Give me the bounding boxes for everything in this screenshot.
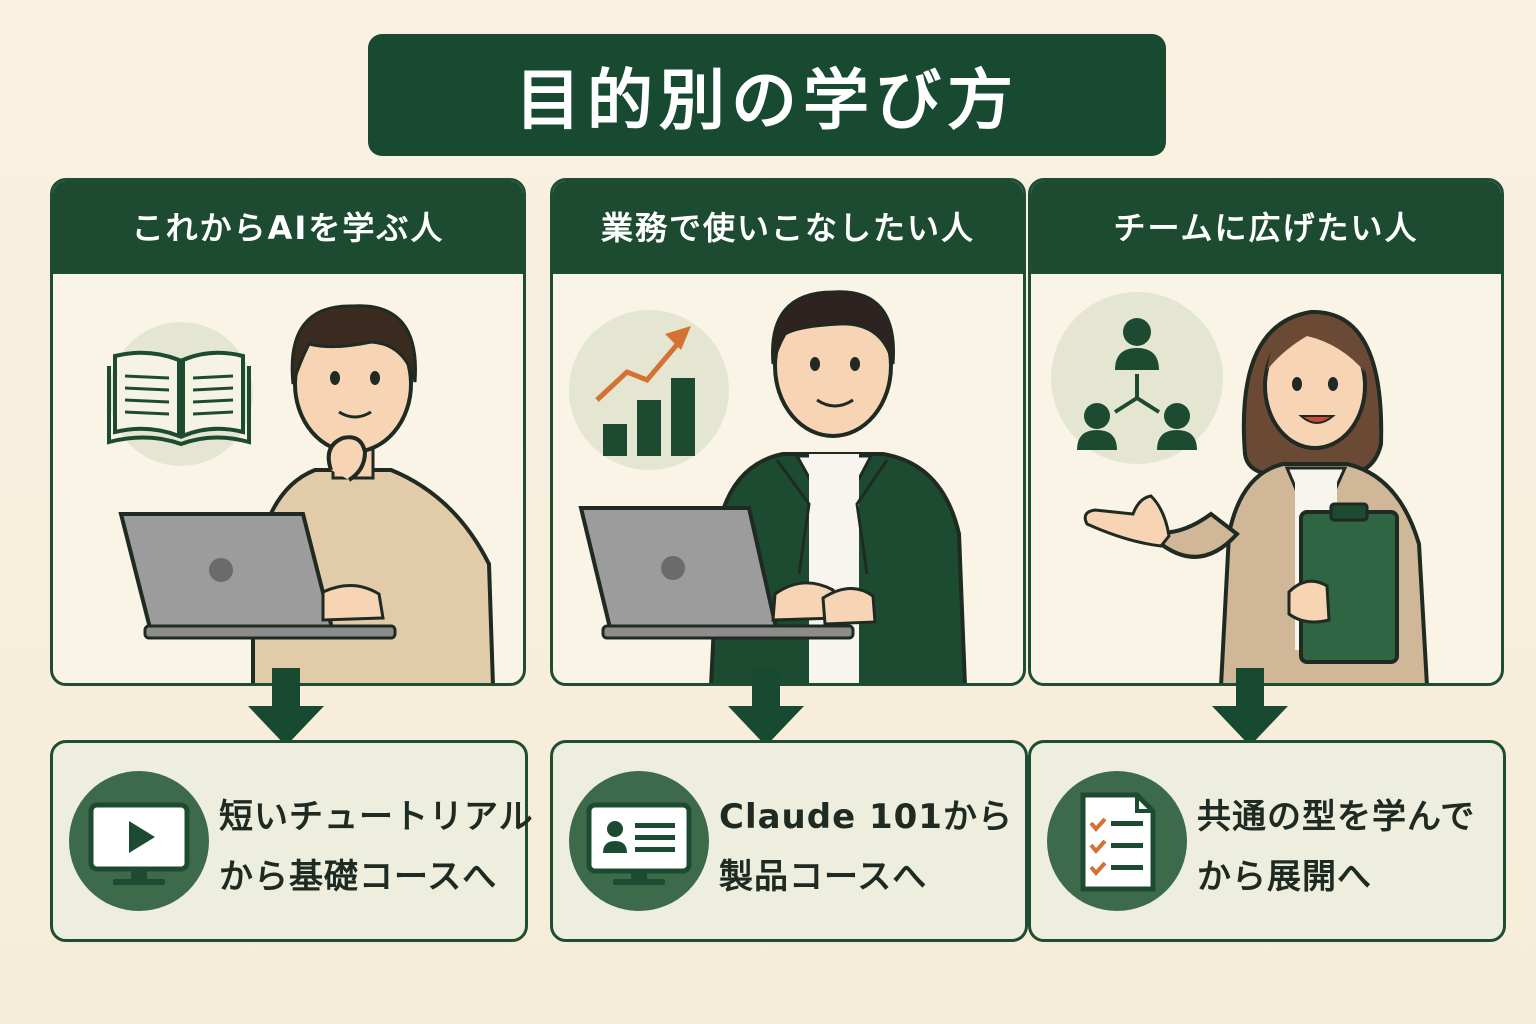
persona-card-beginner: これからAIを学ぶ人: [50, 178, 526, 686]
arrow-down-icon: [728, 668, 804, 746]
arrow-down-icon: [248, 668, 324, 746]
persona-heading: 業務で使いこなしたい人: [600, 209, 975, 247]
checklist-document-icon: [1047, 771, 1187, 911]
persona-card-header: これからAIを学ぶ人: [53, 181, 523, 274]
page-title: 目的別の学び方: [515, 62, 1019, 139]
team-network-icon: [1077, 318, 1197, 450]
recommendation-card-business: Claude 101から 製品コースへ: [550, 740, 1028, 942]
recommendation-card-team: 共通の型を学んで から展開へ: [1028, 740, 1506, 942]
video-monitor-icon: [69, 771, 209, 911]
recommendation-text: Claude 101から 製品コースへ: [719, 797, 1013, 897]
title-banner: 目的別の学び方: [368, 34, 1166, 156]
persona-card-business: 業務で使いこなしたい人: [550, 178, 1026, 686]
persona-heading: これからAIを学ぶ人: [131, 209, 445, 247]
persona-card-header: チームに広げたい人: [1031, 181, 1501, 274]
business-illustration: [569, 290, 967, 683]
beginner-illustration: [107, 304, 495, 683]
recommendation-text: 短いチュートリアル から基礎コースへ: [219, 797, 534, 897]
persona-card-header: 業務で使いこなしたい人: [553, 181, 1023, 274]
profile-monitor-icon: [569, 771, 709, 911]
persona-card-team: チームに広げたい人: [1028, 178, 1504, 686]
team-illustration: [1051, 292, 1429, 683]
arrow-down-icon: [1212, 668, 1288, 746]
open-book-icon: [107, 350, 251, 447]
recommendation-text: 共通の型を学んで から展開へ: [1197, 797, 1476, 897]
recommendation-card-beginner: 短いチュートリアル から基礎コースへ: [50, 740, 534, 942]
growth-chart-icon: [595, 326, 695, 456]
persona-heading: チームに広げたい人: [1113, 209, 1419, 247]
